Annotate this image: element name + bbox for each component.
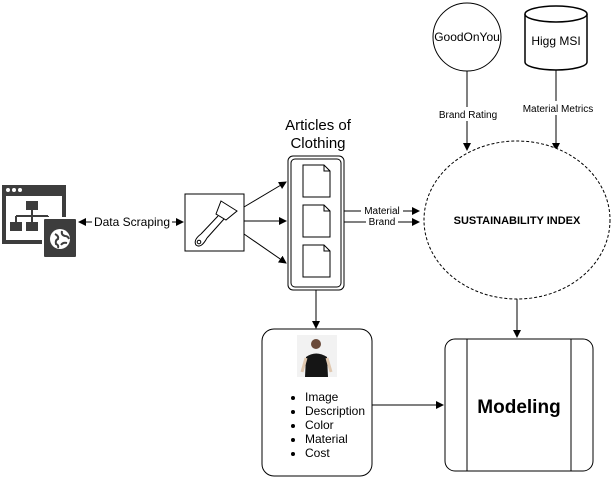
- person-photo-icon: [297, 335, 337, 377]
- list-item: Image: [305, 390, 415, 404]
- list-item: Color: [305, 418, 415, 432]
- scraper-tool-box: [184, 193, 245, 252]
- attributes-list: Image Description Color Material Cost: [285, 390, 415, 460]
- sustainability-index-label: SUSTAINABILITY INDEX: [454, 215, 581, 227]
- list-item: Description: [305, 404, 415, 418]
- edge-label-material: Material: [364, 206, 400, 217]
- document-icon: [302, 164, 331, 198]
- list-item: Cost: [305, 446, 415, 460]
- document-icon: [302, 244, 331, 278]
- higg-msi-label: Higg MSI: [531, 34, 580, 48]
- website-sitemap-globe-icon: [2, 185, 78, 259]
- articles-title-line1: Articles of: [285, 117, 352, 134]
- document-icon: [302, 204, 331, 238]
- edge-label-brand-rating: Brand Rating: [439, 110, 497, 121]
- higg-msi-database-node: [524, 5, 588, 71]
- edge-scraper-to-doc1: [243, 181, 287, 208]
- edge-label-material-metrics: Material Metrics: [523, 104, 594, 115]
- edge-scraper-to-doc3: [243, 233, 287, 264]
- goodonyou-label: GoodOnYou: [434, 30, 500, 44]
- list-item: Material: [305, 432, 415, 446]
- edge-label-brand: Brand: [369, 217, 396, 228]
- edge-label-data-scraping: Data Scraping: [94, 215, 170, 229]
- putty-knife-scraper-icon: [194, 200, 238, 247]
- attributes-card: [261, 328, 373, 477]
- modeling-node: [444, 338, 594, 472]
- modeling-label: Modeling: [477, 397, 560, 418]
- articles-title-line2: Clothing: [290, 135, 345, 152]
